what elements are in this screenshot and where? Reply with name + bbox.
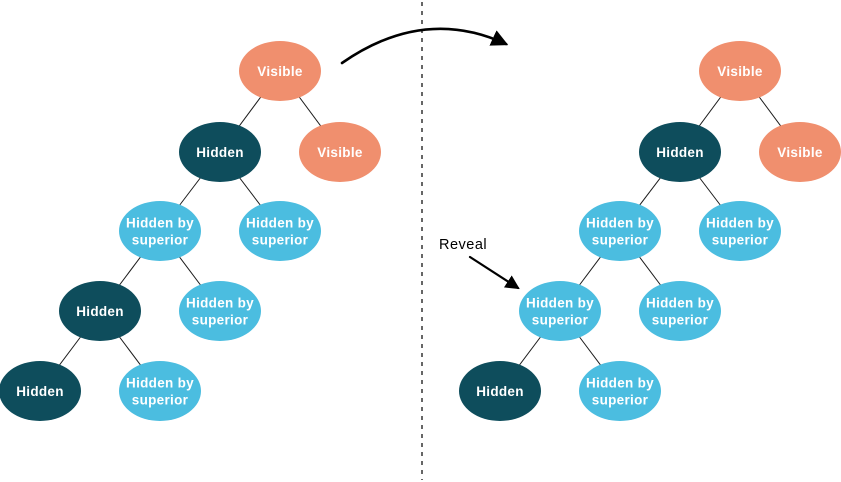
node-label: Hidden: [76, 304, 124, 319]
node-ellipse: [119, 361, 201, 421]
node-label: Visible: [777, 145, 823, 160]
node-label: Hidden: [476, 384, 524, 399]
reveal-arrow: [468, 255, 520, 290]
node-ellipse: [639, 281, 721, 341]
node-ellipse: [579, 361, 661, 421]
node-ellipse: [299, 122, 381, 182]
tree-node-visible: Visible: [699, 41, 781, 101]
node-label: Visible: [317, 145, 363, 160]
node-label: Visible: [257, 64, 303, 79]
node-ellipse: [699, 201, 781, 261]
tree-node-hidden: Hidden: [639, 122, 721, 182]
node-ellipse: [179, 122, 261, 182]
node-label: Hidden: [16, 384, 64, 399]
tree-node-visible: Visible: [759, 122, 841, 182]
tree-node-hidden: Hidden: [59, 281, 141, 341]
node-ellipse: [699, 41, 781, 101]
node-ellipse: [119, 201, 201, 261]
node-ellipse: [179, 281, 261, 341]
tree-node-hidden: Hidden: [0, 361, 81, 421]
node-label: Visible: [717, 64, 763, 79]
node-label: Hidden: [196, 145, 244, 160]
node-label: Hidden: [656, 145, 704, 160]
node-ellipse: [639, 122, 721, 182]
node-ellipse: [59, 281, 141, 341]
node-ellipse: [239, 201, 321, 261]
node-ellipse: [759, 122, 841, 182]
node-ellipse: [0, 361, 81, 421]
reveal-label: Reveal: [439, 237, 487, 253]
node-ellipse: [519, 281, 601, 341]
tree-node-hidden: Hidden: [179, 122, 261, 182]
node-ellipse: [459, 361, 541, 421]
transition-arrow: [340, 27, 509, 65]
tree-node-visible: Visible: [239, 41, 321, 101]
node-ellipse: [579, 201, 661, 261]
node-ellipse: [239, 41, 321, 101]
tree-node-hidden: Hidden: [459, 361, 541, 421]
tree-node-visible: Visible: [299, 122, 381, 182]
